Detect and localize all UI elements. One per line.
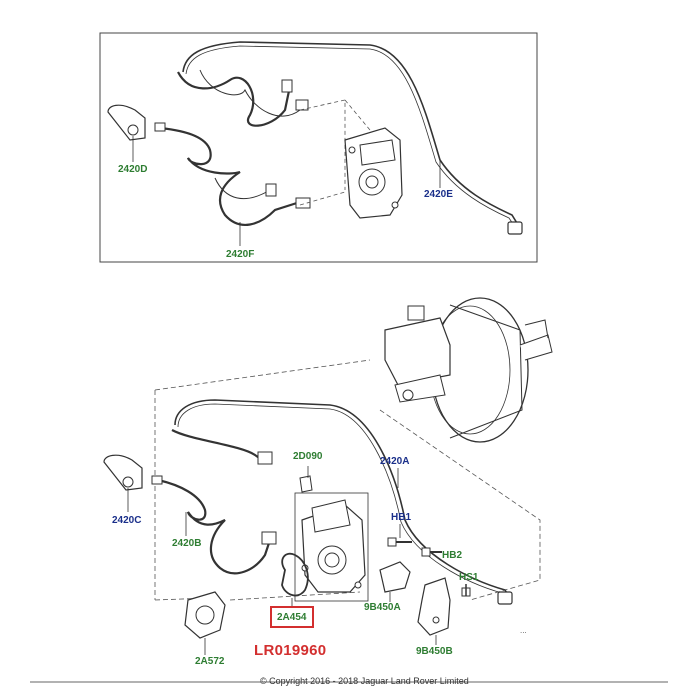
connector-lower-2: [261, 531, 277, 545]
fitting-2420c-nut: [122, 476, 134, 488]
sensor-2d090: [299, 475, 313, 493]
label-9b450b: 9B450B: [416, 646, 453, 657]
label-2420e: 2420E: [424, 189, 453, 200]
highlight-box-2a454: [270, 606, 314, 628]
hose-2420f-loop-lower: [159, 126, 301, 226]
part-number: LR019960: [254, 642, 327, 659]
hose-2420f-loop-upper-b: [199, 69, 301, 117]
connector-top-2: [295, 99, 309, 111]
seal-2a454: [281, 552, 309, 597]
vacuum-pump-top: [344, 127, 403, 219]
label-hb1: HB1: [391, 512, 412, 523]
clip-lower: [151, 475, 163, 485]
hose-2420e-end-fitting: [507, 221, 523, 235]
bracket-9b450b-hole: [432, 616, 440, 624]
hose-2420e-line-inner: [185, 45, 518, 231]
hose-2420b-loop: [171, 429, 266, 463]
label-2420f: 2420F: [226, 249, 255, 260]
hose-2420b-loop-lower: [157, 478, 272, 575]
master-cylinder: [384, 305, 451, 403]
label-2a572: 2A572: [195, 656, 225, 667]
detail-frame: [99, 32, 538, 263]
hose-2420f-loop-upper: [177, 71, 292, 127]
fitting-2420d: [107, 104, 146, 141]
dash-guide-lower: [154, 359, 541, 601]
gasket-2a572-hole: [195, 605, 215, 625]
bracket-9b450a: [379, 561, 411, 593]
vacuum-pump-lower: [301, 499, 366, 593]
bolt-hb2: [421, 547, 442, 557]
connector-top-4: [295, 197, 311, 209]
connector-lower-1: [257, 451, 273, 465]
label-2a454: 2A454: [277, 612, 307, 623]
label-2420c: 2420C: [112, 515, 142, 526]
fitting-2420c: [103, 454, 143, 491]
copyright-notice: © Copyright 2016 - 2018 Jaguar Land Rove…: [260, 676, 469, 686]
label-2420d: 2420D: [118, 164, 148, 175]
bolt-hb1: [387, 537, 412, 547]
label-2420b: 2420B: [172, 538, 202, 549]
hose-2420e-line: [182, 41, 521, 229]
label-2d090: 2D090: [293, 451, 323, 462]
hose-2420a-end-fitting: [497, 591, 513, 605]
hose-2420f-loop-lower-b: [214, 177, 271, 199]
partial-code-label: ...: [520, 626, 527, 635]
pump-group-frame: [294, 492, 369, 602]
label-9b450a: 9B450A: [364, 602, 401, 613]
connector-top-1: [281, 79, 293, 93]
label-hs1: HS1: [459, 572, 479, 583]
hose-2420a-line-inner: [177, 403, 508, 602]
dash-guide-top: [299, 99, 371, 206]
label-hb2: HB2: [442, 550, 463, 561]
stud-hs1: [461, 584, 471, 597]
fitting-2420d-nut: [127, 124, 139, 136]
hose-2420a-line: [174, 399, 511, 599]
label-2420a: 2420A: [380, 456, 410, 467]
bracket-9b450b: [417, 577, 451, 636]
connector-top-3: [265, 183, 277, 197]
clip-top: [154, 122, 166, 132]
